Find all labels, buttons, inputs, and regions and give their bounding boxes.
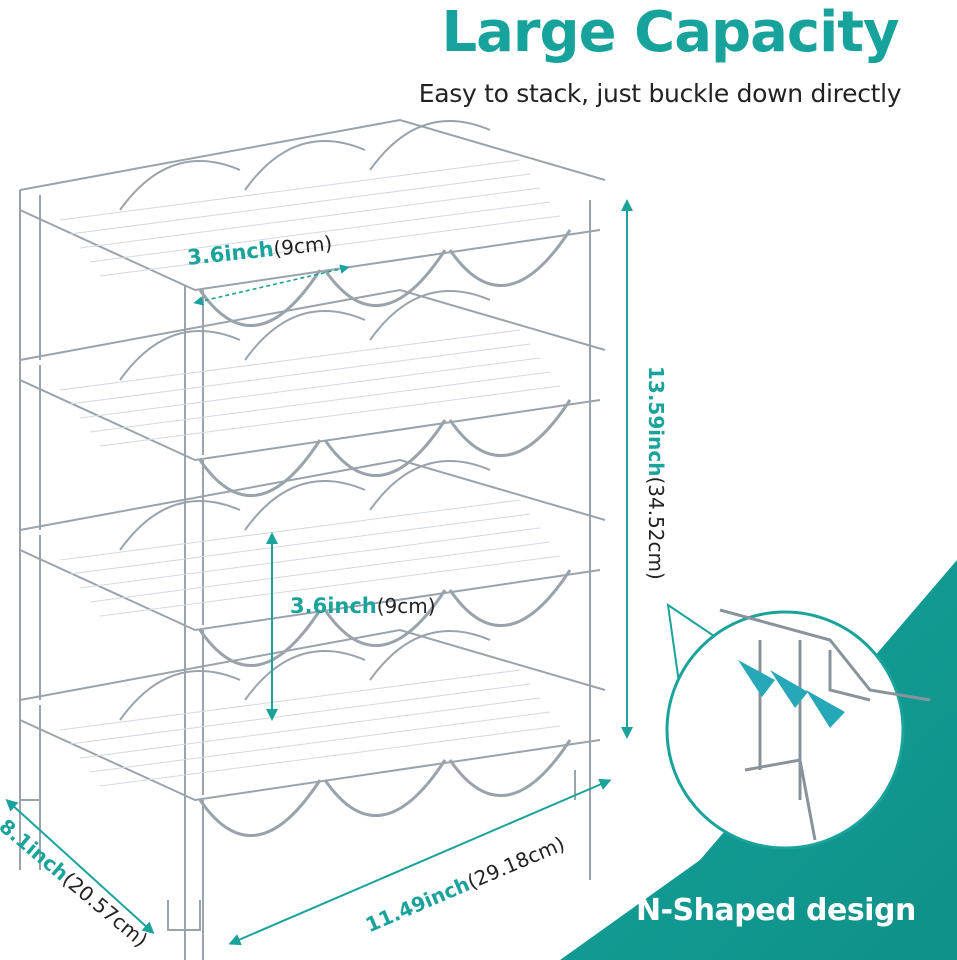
n-shaped-callout <box>665 602 931 850</box>
rack-post <box>19 190 41 360</box>
tray-rib <box>89 711 551 773</box>
bottle-cradle <box>198 779 322 838</box>
tray-rib <box>79 527 541 589</box>
total-height-label: 13.59inch(34.52cm) <box>644 366 668 580</box>
bottle-cradle-back <box>244 480 366 531</box>
tray-rib <box>89 371 551 433</box>
rack-post <box>184 795 204 960</box>
bottle-cradle-back <box>369 460 491 511</box>
tray-rib <box>69 343 531 405</box>
headline: Large Capacity <box>441 0 899 65</box>
rack-rail <box>19 379 601 462</box>
tray-rib <box>59 669 521 731</box>
rack-post <box>19 360 41 530</box>
tray-rib <box>69 683 531 745</box>
depth-dimension-line <box>5 798 155 935</box>
bottle-cradle <box>198 439 322 498</box>
rack-rail <box>19 458 606 531</box>
rack-post <box>184 625 204 795</box>
bottle-cradle <box>323 419 447 478</box>
total-height-metric: (34.52cm) <box>644 476 668 580</box>
tray-rib <box>79 187 541 249</box>
bottle-cradle-back <box>369 630 491 681</box>
bottle-cradle <box>448 569 572 628</box>
tray-rib <box>79 357 541 419</box>
tray-rib <box>69 513 531 575</box>
rack-post <box>184 455 204 625</box>
bottle-cradle <box>198 609 322 668</box>
bottle-cradle <box>323 589 447 648</box>
bottle-cradle <box>323 759 447 818</box>
n-shaped-design-label: N-Shaped design <box>636 893 916 928</box>
bottle-cradle-back <box>119 500 241 551</box>
rack-rail <box>19 719 601 802</box>
bottle-cradle <box>448 739 572 798</box>
teal-corner-shape <box>560 560 957 960</box>
tier-height-value: 3.6inch <box>290 594 377 618</box>
rack-rail <box>19 628 606 701</box>
tray-rib <box>59 159 521 221</box>
tray-rib <box>79 697 541 759</box>
rack-rail <box>19 288 606 361</box>
total-height-value: 13.59inch <box>644 366 668 477</box>
rack-post <box>19 530 41 700</box>
tray-rib <box>99 725 561 787</box>
bottle-cradle-back <box>119 330 241 381</box>
bottle-cradle <box>448 399 572 458</box>
tier-height-label: 3.6inch(9cm) <box>290 594 436 618</box>
bottle-cradle-back <box>244 650 366 701</box>
bottle-cradle-back <box>244 310 366 361</box>
rack-foot <box>19 760 41 801</box>
bottle-cradle-back <box>369 120 491 171</box>
tray-rib <box>89 201 551 263</box>
gap-dimension-line <box>193 264 350 306</box>
tray-rib <box>89 541 551 603</box>
width-dimension-line <box>228 778 612 946</box>
rack-post <box>184 285 204 455</box>
rack-rail <box>19 549 601 632</box>
tier-height-metric: (9cm) <box>376 594 436 618</box>
tray-rib <box>59 499 521 561</box>
tray-rib <box>59 329 521 391</box>
bottle-cradle-back <box>119 160 241 211</box>
bottle-cradle-back <box>119 670 241 721</box>
tray-rib <box>99 215 561 277</box>
rack-rail <box>19 118 606 191</box>
tray-rib <box>69 173 531 235</box>
rack-foot <box>167 900 201 931</box>
bottle-cradle-back <box>369 290 491 341</box>
bottle-cradle <box>448 229 572 288</box>
tagline: Easy to stack, just buckle down directly <box>418 79 902 108</box>
bottle-cradle-back <box>244 140 366 191</box>
tray-rib <box>99 555 561 617</box>
tray-rib <box>99 385 561 447</box>
